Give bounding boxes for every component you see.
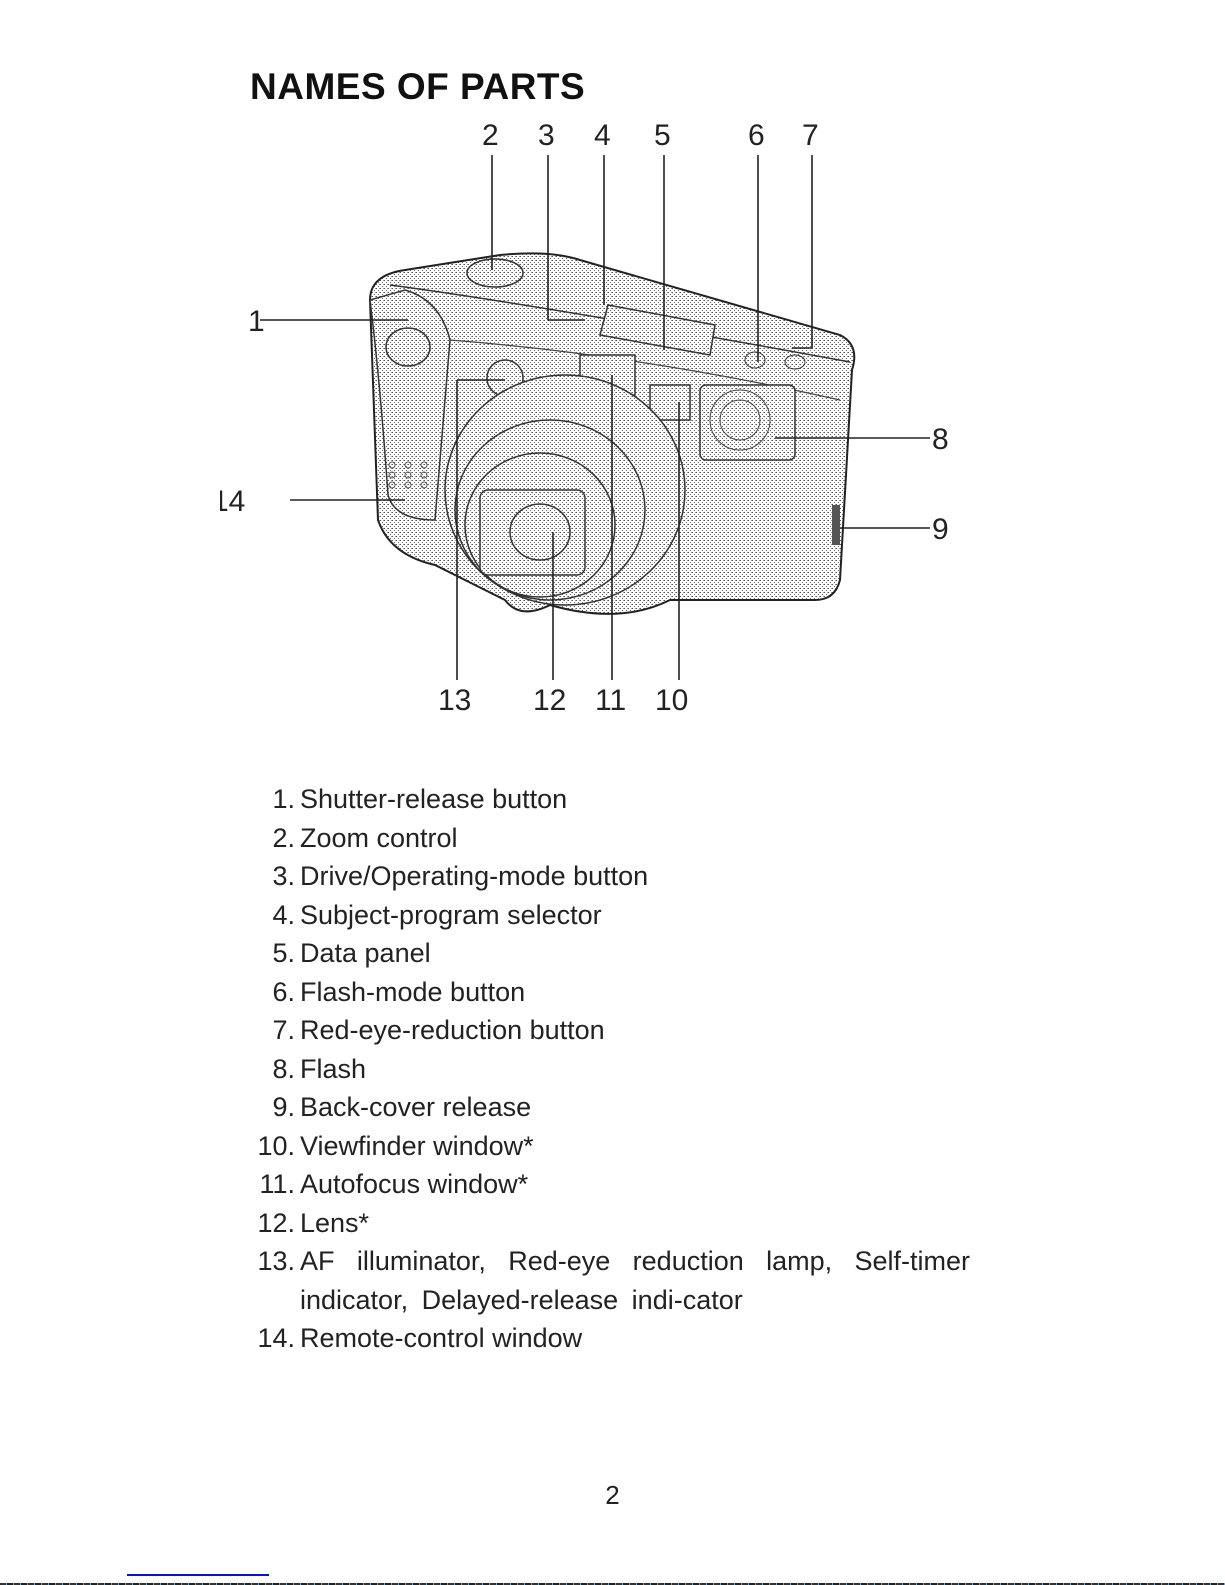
callout-13: 13	[438, 684, 471, 717]
item-number: 14.	[257, 1323, 295, 1353]
item-text: Zoom control	[300, 822, 458, 853]
callout-8: 8	[932, 423, 949, 456]
item-number: 2.	[272, 822, 295, 853]
item-text: Flash-mode button	[300, 976, 526, 1007]
item-text: AF illuminator, Red-eye reduction lamp, …	[300, 1246, 970, 1315]
page-number: 2	[605, 1480, 620, 1510]
item-text: Subject-program selector	[300, 899, 602, 930]
item-text: Red-eye-reduction button	[300, 1015, 605, 1045]
parts-list-item: 11.Autofocus window*	[240, 1165, 970, 1204]
red-eye-button-shape	[784, 354, 806, 370]
parts-list-item: 4.Subject-program selector	[240, 896, 970, 935]
item-number: 10.	[257, 1130, 295, 1161]
parts-list-item: 9.Back-cover release	[240, 1088, 970, 1127]
item-text: Lens*	[300, 1207, 370, 1238]
parts-list-item: 7.Red-eye-reduction button	[240, 1011, 970, 1050]
item-number: 4.	[272, 899, 295, 930]
parts-list-item: 6.Flash-mode button	[240, 973, 970, 1012]
item-number: 1.	[272, 784, 295, 814]
item-text: Data panel	[300, 938, 431, 968]
flash-window	[699, 384, 796, 461]
scan-artifact-line	[127, 1574, 269, 1576]
item-number: 6.	[272, 976, 295, 1007]
item-text: Back-cover release	[300, 1092, 532, 1122]
parts-list-item: 1.Shutter-release button	[240, 780, 970, 819]
callout-5: 5	[654, 119, 671, 152]
item-text: Viewfinder window*	[300, 1130, 534, 1161]
item-text: Flash	[300, 1053, 367, 1084]
parts-list-item: 2.Zoom control	[240, 819, 970, 858]
parts-list: 1.Shutter-release button 2.Zoom control …	[240, 780, 970, 1358]
item-number: 3.	[272, 861, 295, 891]
item-number: 11.	[259, 1169, 295, 1199]
parts-list-item: 13.AF illuminator, Red-eye reduction lam…	[240, 1242, 970, 1319]
back-cover-release	[832, 505, 840, 545]
item-text: Drive/Operating-mode button	[300, 861, 649, 891]
parts-list-item: 8.Flash	[240, 1050, 970, 1089]
parts-list-item: 14.Remote-control window	[240, 1319, 970, 1358]
parts-list-item: 3.Drive/Operating-mode button	[240, 857, 970, 896]
parts-list-item: 12.Lens*	[240, 1204, 970, 1243]
callout-10: 10	[655, 684, 688, 717]
callout-3: 3	[538, 119, 555, 152]
remote-control-window	[388, 461, 428, 489]
item-number: 9.	[272, 1092, 295, 1122]
flash-mode-button-shape	[744, 351, 766, 369]
camera-diagram: 2 3 4 5 6 7 1 14 8 9 13 12 11 10	[220, 100, 980, 740]
data-panel	[599, 304, 716, 356]
callout-6: 6	[748, 119, 765, 152]
callout-14: 14	[220, 485, 245, 518]
item-number: 7.	[272, 1015, 295, 1045]
callout-12: 12	[533, 684, 566, 717]
parts-list-item: 10.Viewfinder window*	[240, 1127, 970, 1166]
item-number: 8.	[272, 1053, 295, 1084]
callout-9: 9	[932, 513, 949, 546]
callout-1: 1	[248, 305, 265, 338]
item-number: 5.	[272, 938, 295, 968]
item-text: Shutter-release button	[300, 784, 568, 814]
item-text: Autofocus window*	[300, 1169, 529, 1199]
callout-11: 11	[595, 684, 626, 717]
parts-list-item: 5.Data panel	[240, 934, 970, 973]
leader-lines	[260, 155, 930, 680]
callout-7: 7	[802, 119, 819, 152]
shutter-release-button	[385, 327, 431, 367]
callout-4: 4	[594, 119, 611, 152]
callout-2: 2	[482, 119, 499, 152]
viewfinder-window	[649, 384, 691, 421]
item-number: 12.	[257, 1207, 295, 1238]
item-text: Remote-control window	[300, 1323, 583, 1353]
lens	[444, 374, 686, 606]
item-number: 13.	[257, 1246, 295, 1276]
camera-illustration: 2 3 4 5 6 7 1 14 8 9 13 12 11 10	[220, 119, 949, 717]
scan-edge	[0, 1583, 1225, 1585]
page-title: NAMES OF PARTS	[250, 66, 586, 107]
zoom-control	[466, 258, 524, 288]
